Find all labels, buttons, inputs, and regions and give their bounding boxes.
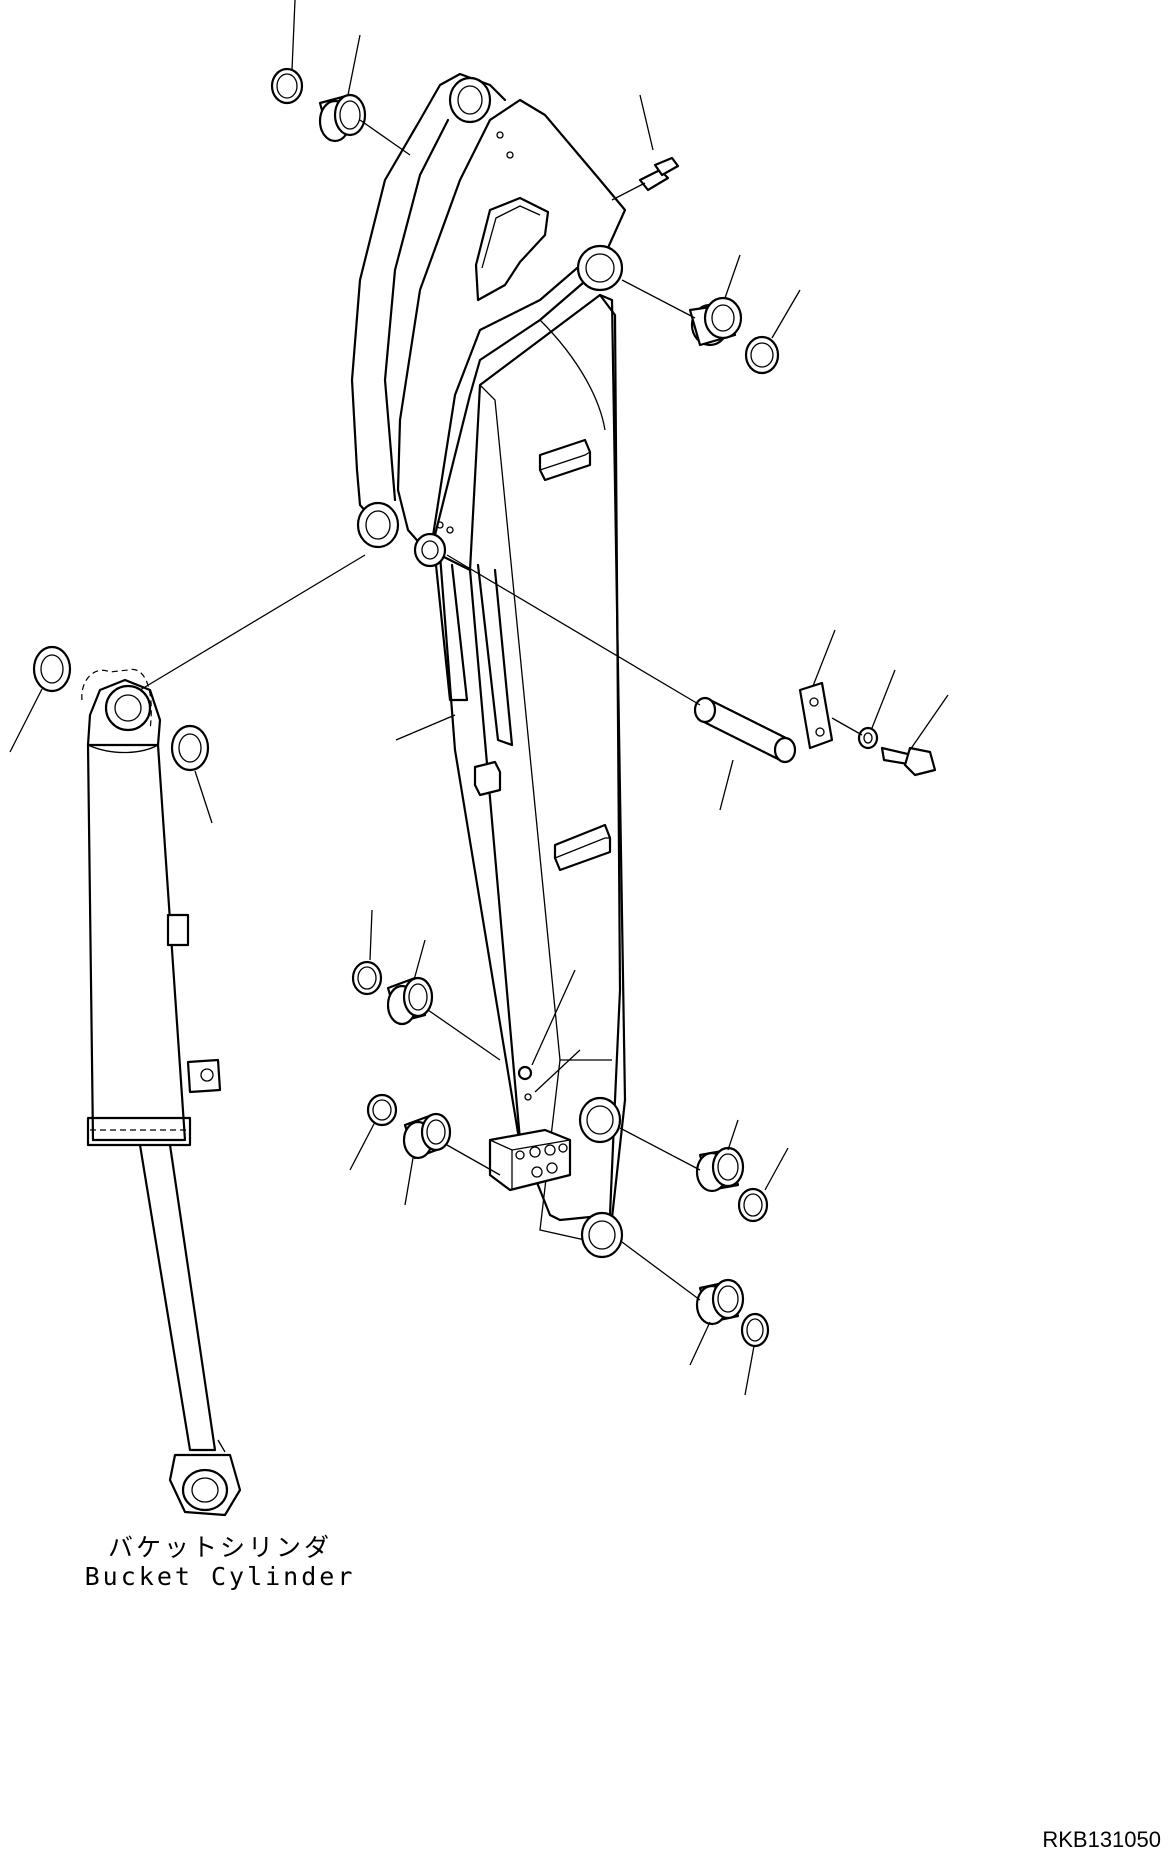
seal-ring-lower-right-1 — [737, 1187, 769, 1223]
part-label-en: Bucket Cylinder — [84, 1562, 356, 1591]
bushing-lower-left — [402, 1112, 452, 1160]
seal-ring-lower-left — [366, 1093, 398, 1127]
seal-ring-cylinder-left — [32, 645, 72, 693]
part-label-jp: バケットシリンダ — [107, 1533, 332, 1562]
bushing-mid-left — [386, 976, 434, 1026]
bucket-cylinder — [81, 668, 242, 1517]
grease-nipple-top — [611, 156, 680, 201]
bushing-lower-right-1 — [695, 1146, 745, 1193]
arm-body — [350, 72, 627, 1259]
bushing-lower-right-2 — [695, 1278, 745, 1326]
bushing-top-left — [318, 93, 367, 143]
seal-ring-top-right — [744, 335, 780, 375]
pin — [693, 696, 797, 764]
washer — [857, 726, 879, 750]
seal-ring-top-left — [270, 67, 304, 105]
seal-ring-cylinder-right — [170, 724, 210, 772]
bushing-top-right — [688, 296, 743, 347]
bolt — [880, 746, 937, 777]
assembly-lines — [139, 119, 863, 1301]
leader-lines — [9, 0, 949, 1396]
lock-plate — [798, 681, 834, 750]
seal-ring-mid-left — [351, 960, 383, 996]
drawing-number: RKB131050 — [1042, 1827, 1161, 1852]
seal-ring-lower-right-2 — [740, 1312, 770, 1348]
